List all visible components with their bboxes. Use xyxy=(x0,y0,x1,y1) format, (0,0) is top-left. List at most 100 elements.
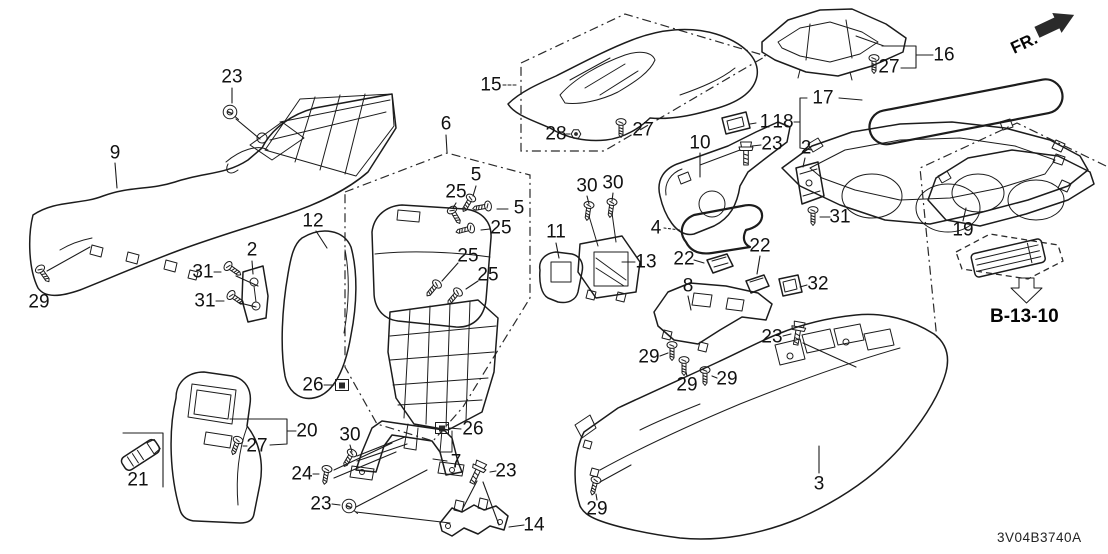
callout-22-21: 22 xyxy=(673,249,694,270)
part-20-rear-cover xyxy=(170,371,263,524)
group-box-19 xyxy=(919,122,1107,341)
part-9-side-garnish xyxy=(28,93,397,297)
leader-lines xyxy=(46,45,967,528)
bolt-23-a xyxy=(222,104,239,120)
callout-2-24: 2 xyxy=(247,240,258,261)
callout-31-26: 31 xyxy=(194,291,215,312)
callout-25-31: 25 xyxy=(490,218,511,239)
down-arrow-icon xyxy=(1010,277,1043,304)
part-10-pocket xyxy=(658,121,791,236)
part-4-mat xyxy=(680,204,764,255)
callout-18-9: 18 xyxy=(772,112,793,133)
callout-15-2: 15 xyxy=(480,75,501,96)
part-21-usb-unit xyxy=(120,438,161,471)
nut-28 xyxy=(570,129,582,139)
part-32-holder xyxy=(778,274,803,297)
fr-label: FR. xyxy=(1008,29,1041,58)
screw-29-b xyxy=(678,356,690,376)
screw-25-c xyxy=(422,277,444,300)
callout-24-40: 24 xyxy=(291,464,313,485)
screw-25-b xyxy=(454,221,477,238)
screw-24 xyxy=(318,464,334,486)
callout-14-44: 14 xyxy=(523,515,545,536)
callout-12-23: 12 xyxy=(302,211,323,232)
bolt-23-c xyxy=(341,498,358,514)
group-box-15 xyxy=(520,13,768,152)
callout-29-52: 29 xyxy=(586,499,607,520)
callout-2-13: 2 xyxy=(801,138,812,159)
screw-30-b xyxy=(604,197,618,219)
callout-27-5: 27 xyxy=(632,120,653,141)
part-13-bracket-unit xyxy=(577,212,641,303)
callout-13-19: 13 xyxy=(635,252,656,273)
screw-29-a xyxy=(666,341,678,361)
group-box-6 xyxy=(344,152,531,442)
part-2-latch-left xyxy=(241,265,269,323)
callout-23-12: 23 xyxy=(761,134,782,155)
callout-25-29: 25 xyxy=(445,182,466,203)
callout-20-36: 20 xyxy=(296,421,317,442)
callout-21-38: 21 xyxy=(127,470,148,491)
callout-25-32: 25 xyxy=(457,246,478,267)
callout-29-50: 29 xyxy=(716,369,737,390)
callout-6-3: 6 xyxy=(441,114,452,135)
fr-direction-arrow: FR. xyxy=(1008,12,1075,58)
callout-31-14: 31 xyxy=(829,207,850,228)
part-6-basket xyxy=(387,299,499,453)
part-22-switch-a xyxy=(706,253,734,274)
callout-30-16: 30 xyxy=(576,176,597,197)
callout-9-1: 9 xyxy=(110,143,121,164)
fr-arrow-icon xyxy=(1034,12,1075,38)
part-18-cupholder-frame xyxy=(781,118,1089,233)
clip-26-a xyxy=(335,379,349,391)
accessory-dashed-box xyxy=(955,233,1064,280)
callout-11-18: 11 xyxy=(546,222,566,243)
part-15-upper-garnish xyxy=(507,28,758,142)
callout-22-22: 22 xyxy=(749,236,770,257)
screw-30-a xyxy=(581,200,595,222)
callout-25-33: 25 xyxy=(477,265,498,286)
callout-1-10: 1 xyxy=(760,112,771,133)
part-12-lid-pad xyxy=(281,230,357,400)
part-11-switch xyxy=(538,251,584,304)
drawing-code: 3V04B3740A xyxy=(997,530,1082,545)
part-8-bracket xyxy=(653,282,773,353)
callout-5-30: 5 xyxy=(514,198,525,219)
callout-28-4: 28 xyxy=(545,124,566,145)
part-14-bracket xyxy=(439,497,509,537)
callout-29-27: 29 xyxy=(28,292,49,313)
screw-29-d xyxy=(586,474,603,497)
callout-23-43: 23 xyxy=(495,461,516,482)
callout-17-8: 17 xyxy=(812,88,833,109)
callout-23-42: 23 xyxy=(310,494,331,515)
reference-b-13-10: B-13-10 xyxy=(990,277,1059,327)
callout-29-49: 29 xyxy=(676,375,697,396)
part-16-tray xyxy=(761,8,907,81)
part-19-cupholder-insert xyxy=(927,149,1095,227)
callout-19-15: 19 xyxy=(952,220,973,241)
part-2-latch-right xyxy=(795,161,825,205)
callout-30-17: 30 xyxy=(602,173,623,194)
callout-3-51: 3 xyxy=(814,474,825,495)
callout-27-7: 27 xyxy=(878,57,899,78)
callout-32-46: 32 xyxy=(807,274,828,295)
part-accessory-tray xyxy=(970,238,1046,278)
callout-27-37: 27 xyxy=(246,436,267,457)
bolt-23-b xyxy=(738,141,754,166)
callout-31-25: 31 xyxy=(192,262,213,283)
screw-31-a xyxy=(221,259,245,280)
part-1-switch xyxy=(721,111,751,135)
callout-7-41: 7 xyxy=(451,452,462,473)
part-6-armrest xyxy=(371,204,492,328)
callout-10-11: 10 xyxy=(689,133,710,154)
part-3-console-base xyxy=(574,313,949,540)
reference-label: B-13-10 xyxy=(990,306,1059,327)
part-22-switch-b xyxy=(745,274,770,294)
part-7-bracket xyxy=(349,420,465,481)
screw-29-e xyxy=(33,262,54,286)
screw-31-c xyxy=(807,206,819,226)
callout-23-0: 23 xyxy=(221,67,242,88)
